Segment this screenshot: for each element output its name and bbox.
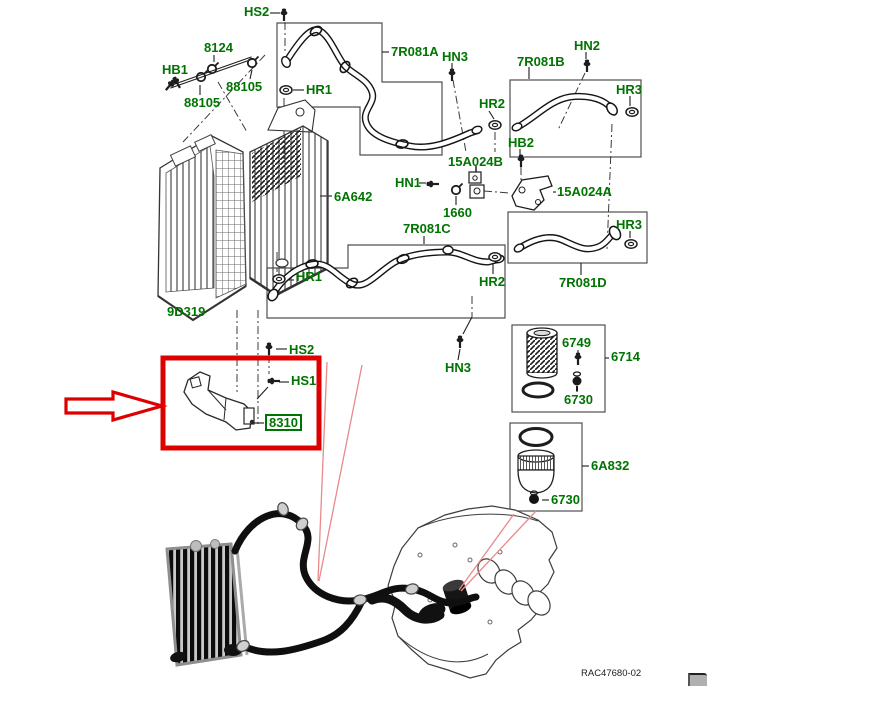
- part-label-7r081b[interactable]: 7R081B: [517, 54, 565, 69]
- part-label-88105-left[interactable]: 88105: [184, 95, 221, 110]
- part-label-hb2[interactable]: HB2: [508, 135, 535, 150]
- highlight-box: [160, 355, 322, 451]
- cooler-hose-assembly-drawing: [165, 502, 480, 667]
- doc-code: RAC47680-02: [581, 668, 642, 679]
- bracket-8310-drawing: [183, 371, 255, 431]
- part-label-hr1-a[interactable]: HR1: [306, 82, 333, 97]
- pipe-cluster-drawing: [163, 55, 260, 93]
- part-label-6730-a[interactable]: 6730: [564, 392, 593, 407]
- part-label-7r081a[interactable]: 7R081A: [391, 44, 439, 59]
- part-label-6730-b[interactable]: 6730: [551, 492, 580, 507]
- part-label-hr2-a[interactable]: HR2: [479, 96, 506, 111]
- highlight-callout-lines: [317, 361, 537, 592]
- part-label-6714[interactable]: 6714: [611, 349, 640, 364]
- part-label-8124[interactable]: 8124: [204, 40, 233, 55]
- leader-lines: [179, 12, 631, 501]
- box-6714: [511, 324, 606, 413]
- part-label-88105-right[interactable]: 88105: [226, 79, 263, 94]
- part-label-hn3-a[interactable]: HN3: [442, 49, 469, 64]
- hose-7r081d-drawing: [513, 225, 622, 253]
- oil-cooler-drawing: [249, 99, 329, 297]
- radiator-drawing: [157, 134, 247, 322]
- part-label-15a024b[interactable]: 15A024B: [448, 154, 503, 169]
- part-label-7r081c[interactable]: 7R081C: [403, 221, 451, 236]
- box-6a832: [509, 422, 583, 512]
- hose-7r081b-drawing: [511, 92, 618, 132]
- part-label-hr2-b[interactable]: HR2: [479, 274, 506, 289]
- part-label-7r081d[interactable]: 7R081D: [559, 275, 607, 290]
- part-label-hn2[interactable]: HN2: [574, 38, 601, 53]
- valve-bracket-drawing: [426, 166, 553, 211]
- box-7r081c: [266, 244, 506, 319]
- part-label-1660[interactable]: 1660: [443, 205, 472, 220]
- part-label-hb1[interactable]: HB1: [162, 62, 189, 77]
- part-label-hs2-top[interactable]: HS2: [244, 4, 270, 19]
- page-corner-icon: [688, 673, 707, 686]
- engine-block-drawing: [367, 505, 558, 679]
- box-7r081b: [509, 79, 642, 158]
- part-label-hr3-a[interactable]: HR3: [616, 82, 643, 97]
- part-label-9d319[interactable]: 9D319: [167, 304, 206, 319]
- part-label-hr3-b[interactable]: HR3: [616, 217, 643, 232]
- filter-cap-drawing: [517, 427, 555, 504]
- construction-lines: [182, 22, 613, 424]
- highlight-arrow: [64, 389, 168, 423]
- part-label-15a024a[interactable]: 15A024A: [557, 184, 612, 199]
- part-label-6a832[interactable]: 6A832: [591, 458, 630, 473]
- box-7r081d: [507, 211, 648, 264]
- part-label-hr1-b[interactable]: HR1: [296, 269, 323, 284]
- part-label-hn1[interactable]: HN1: [395, 175, 422, 190]
- part-label-8310-selected[interactable]: 8310: [265, 414, 302, 431]
- part-label-6a642[interactable]: 6A642: [334, 189, 373, 204]
- filter-kit-drawing: [521, 327, 582, 399]
- part-label-hs1[interactable]: HS1: [291, 373, 317, 388]
- part-label-6749[interactable]: 6749: [562, 335, 591, 350]
- hose-7r081c-drawing: [267, 245, 505, 302]
- part-label-hs2-b[interactable]: HS2: [289, 342, 315, 357]
- part-label-hn3-b[interactable]: HN3: [445, 360, 472, 375]
- hose-7r081a-drawing: [280, 25, 483, 151]
